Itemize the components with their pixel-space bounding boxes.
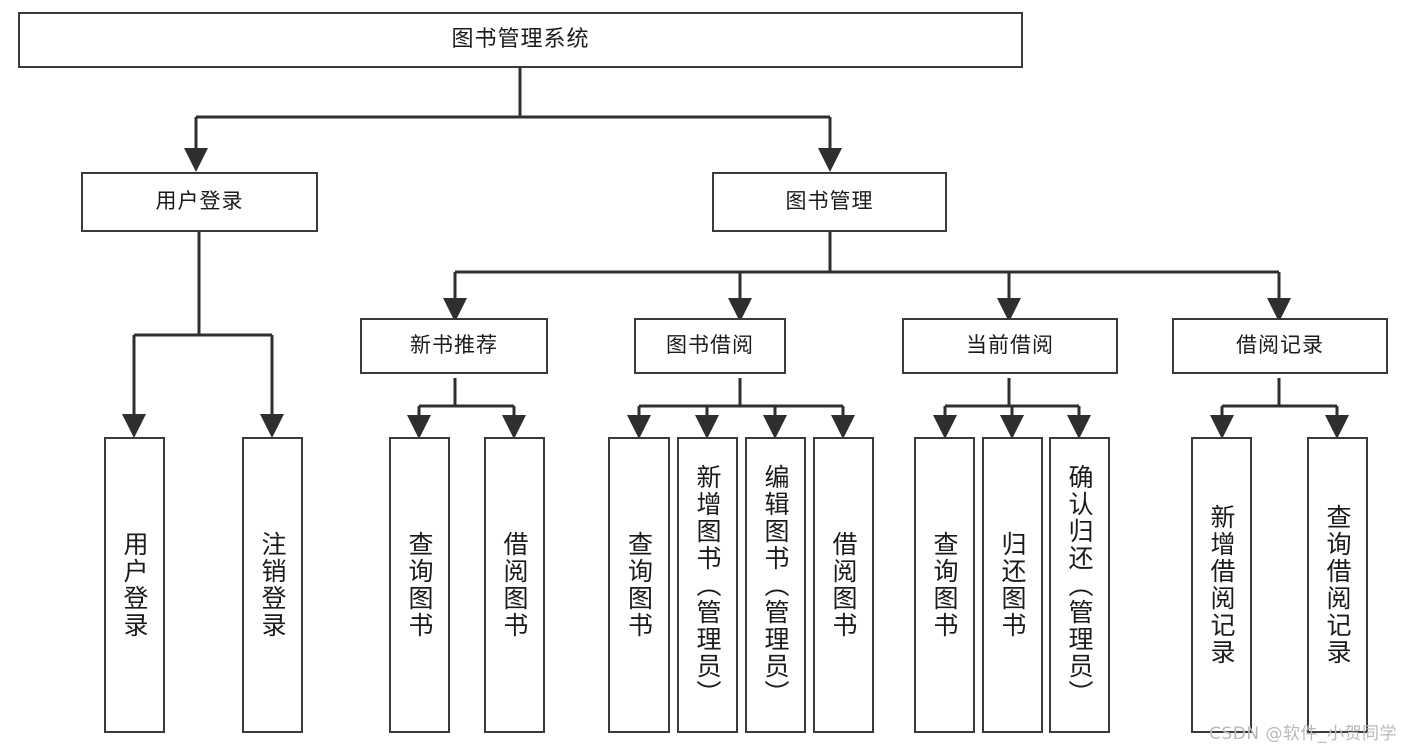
node-leaf-user-login[interactable]: 用户登录: [104, 437, 165, 733]
new-book-branch-lines: [407, 378, 526, 439]
node-borrow-record[interactable]: 借阅记录: [1172, 318, 1388, 374]
node-current-borrow[interactable]: 当前借阅: [902, 318, 1118, 374]
node-label: 新增图书（管理员）: [693, 463, 722, 707]
node-label: 借阅图书: [829, 531, 858, 639]
node-label: 图书管理系统: [451, 26, 590, 52]
node-label: 查询图书: [405, 531, 434, 639]
node-label: 归还图书: [998, 531, 1027, 639]
borrow-record-branch-lines: [1210, 378, 1349, 439]
node-label: 新书推荐: [410, 333, 498, 358]
node-system-title[interactable]: 图书管理系统: [18, 12, 1023, 68]
node-leaf-query-borrow-record[interactable]: 查询借阅记录: [1307, 437, 1368, 733]
node-label: 当前借阅: [966, 333, 1054, 358]
node-label: 用户登录: [120, 531, 149, 639]
node-label: 确认归还（管理员）: [1065, 463, 1094, 707]
csdn-watermark: CSDN @软件_小贺同学: [1209, 724, 1397, 744]
node-leaf-return-book[interactable]: 归还图书: [982, 437, 1043, 733]
node-new-book-recommend[interactable]: 新书推荐: [360, 318, 548, 374]
node-leaf-logout-login[interactable]: 注销登录: [242, 437, 303, 733]
node-book-management[interactable]: 图书管理: [712, 172, 947, 232]
node-leaf-add-borrow-record[interactable]: 新增借阅记录: [1191, 437, 1252, 733]
node-label: 新增借阅记录: [1207, 504, 1236, 666]
node-label: 查询图书: [624, 531, 654, 639]
current-borrow-branch-lines: [933, 378, 1091, 439]
node-label: 查询借阅记录: [1323, 504, 1352, 666]
node-label: 图书借阅: [666, 333, 754, 358]
root-branch-lines: [184, 68, 842, 172]
book-borrow-branch-lines: [627, 378, 855, 439]
book-management-branch-lines: [443, 232, 1291, 322]
node-label: 注销登录: [258, 531, 287, 639]
node-leaf-borrow-book-2[interactable]: 借阅图书: [813, 437, 874, 733]
node-leaf-confirm-return-admin[interactable]: 确认归还（管理员）: [1049, 437, 1110, 733]
user-login-branch-lines: [122, 232, 284, 438]
node-user-login[interactable]: 用户登录: [81, 172, 318, 232]
node-label: 用户登录: [155, 189, 244, 214]
node-leaf-query-book-2[interactable]: 查询图书: [608, 437, 670, 733]
node-leaf-add-book-admin[interactable]: 新增图书（管理员）: [677, 437, 738, 733]
node-leaf-edit-book-admin[interactable]: 编辑图书（管理员）: [745, 437, 806, 733]
node-leaf-query-book-3[interactable]: 查询图书: [914, 437, 975, 733]
node-leaf-query-book-1[interactable]: 查询图书: [389, 437, 450, 733]
node-book-borrow[interactable]: 图书借阅: [634, 318, 786, 374]
node-label: 借阅记录: [1236, 333, 1324, 358]
node-leaf-borrow-book-1[interactable]: 借阅图书: [484, 437, 545, 733]
node-label: 图书管理: [785, 189, 874, 214]
node-label: 借阅图书: [500, 531, 529, 639]
node-label: 查询图书: [930, 531, 959, 639]
node-label: 编辑图书（管理员）: [761, 463, 790, 707]
